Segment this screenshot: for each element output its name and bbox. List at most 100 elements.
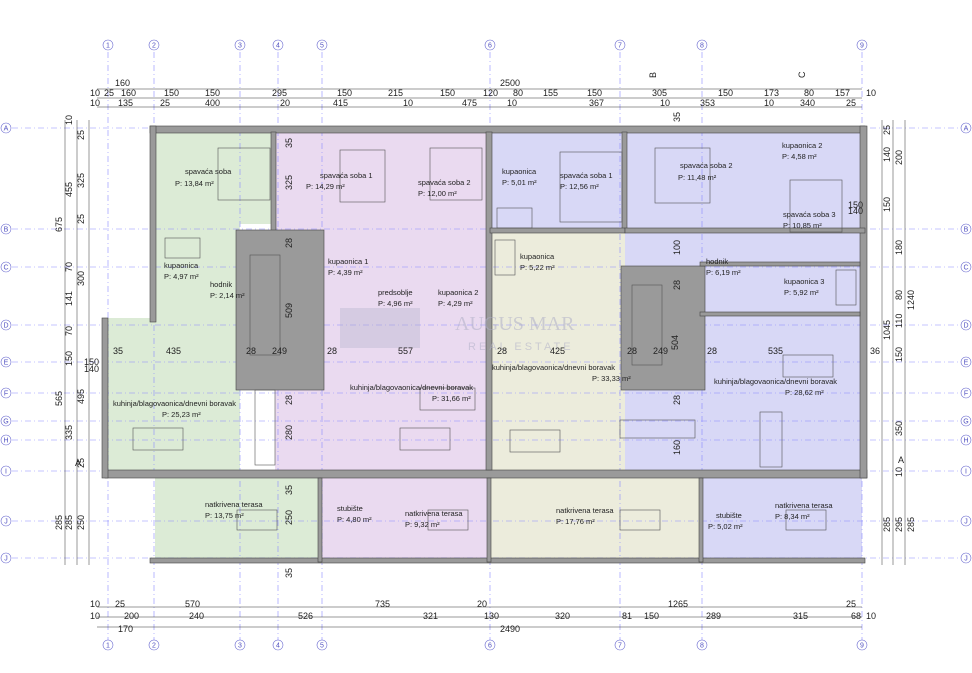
grid-bubble: [960, 387, 972, 399]
room-18-area: P: 33,33 m²: [592, 374, 631, 383]
sofa-1: [419, 387, 476, 411]
room-11-area: P: 4,96 m²: [378, 299, 413, 308]
grid-label: 7: [618, 642, 622, 649]
room-11-name: predsoblje: [378, 288, 413, 297]
dim-top-2-10: 80: [513, 88, 523, 98]
room-7-area: P: 10,85 m²: [783, 221, 822, 230]
dim-bottom-3-1: 2490: [500, 624, 520, 634]
wall-mid-a: [270, 131, 277, 233]
room-5-name: spavaća soba 2: [680, 161, 733, 170]
zone-apartment-3: [490, 232, 625, 470]
dim-left-1: 25: [76, 130, 86, 140]
stair-flight-2: [631, 284, 663, 366]
grid-label: J: [964, 555, 968, 562]
table-3: [509, 429, 561, 453]
grid-bubble: [316, 639, 328, 651]
wall-west-lower: [101, 317, 109, 479]
dim-inner-12: 28: [627, 346, 637, 356]
wall-east: [859, 125, 868, 479]
grid-label: J: [964, 518, 968, 525]
dim-top-2-2: 160: [121, 88, 136, 98]
table-4: [782, 354, 834, 378]
grid-label: H: [963, 437, 968, 444]
grid-bubble: [856, 39, 868, 51]
table-5: [236, 509, 278, 531]
dim-bottom-2-4: 321: [423, 611, 438, 621]
room-25-name: natkrivena terasa: [775, 501, 833, 510]
dim-inner-22: 28: [672, 395, 682, 405]
wall-row-2: [624, 227, 866, 234]
dim-right-1: 200: [894, 150, 904, 165]
room-22-name: natkrivena terasa: [405, 509, 463, 518]
grid-bubble: [696, 639, 708, 651]
dim-right-8: 1045: [882, 320, 892, 340]
room-3-name: kupaonica: [502, 167, 537, 176]
grid-label: 6: [488, 642, 492, 649]
dim-right-12: 285: [882, 517, 892, 532]
wall-terrace: [149, 557, 866, 564]
room-19-area: P: 28,62 m²: [785, 388, 824, 397]
dim-top-3-8: 10: [507, 98, 517, 108]
dim-inner-13: 249: [653, 346, 668, 356]
dim-right-14: 285: [906, 517, 916, 532]
dim-inner-0: 35: [284, 138, 294, 148]
dim-top-2-5: 295: [272, 88, 287, 98]
dim-inner-20: 280: [284, 425, 294, 440]
room-3-area: P: 5,01 m²: [502, 178, 537, 187]
dim-left-8: 141: [64, 291, 74, 306]
dim-right-5: 1240: [906, 290, 916, 310]
grid-label: C: [963, 264, 968, 271]
grid-bubble: [0, 387, 12, 399]
dim-bottom-1-4: 20: [477, 599, 487, 609]
zone-apartment-1-hall: [155, 224, 240, 318]
grid-bubble: [0, 552, 12, 564]
room-18-name: kuhinja/blagovaonica/dnevni boravak: [492, 363, 615, 372]
grid-label: A: [964, 125, 969, 132]
watermark-main: AUGUS MAR: [455, 313, 575, 335]
room-8-area: P: 4,97 m²: [164, 272, 199, 281]
room-13-name: kupaonica: [520, 252, 555, 261]
grid-label: 1: [106, 42, 110, 49]
dim-left-16: 285: [64, 515, 74, 530]
dim-left-0: 10: [64, 115, 74, 125]
dim-bottom-1-3: 735: [375, 599, 390, 609]
dim-top-1-0: 160: [115, 78, 130, 88]
room-1-area: P: 14,29 m²: [306, 182, 345, 191]
dim-inner-27: 35: [284, 568, 294, 578]
grid-label: B: [4, 226, 9, 233]
grid-bubble: [0, 319, 12, 331]
room-6-name: kupaonica 2: [782, 141, 822, 150]
grid-label: 8: [700, 42, 704, 49]
room-6-area: P: 4,58 m²: [782, 152, 817, 161]
dim-left-15: 285: [54, 515, 64, 530]
dim-top-3-14: 25: [846, 98, 856, 108]
table-2: [399, 427, 451, 451]
dim-inner-14: 504: [670, 335, 680, 350]
room-4-name: spavaća soba 1: [560, 171, 613, 180]
grid-bubble: [960, 515, 972, 527]
grid-label: 3: [238, 42, 242, 49]
bath-tub-1: [164, 237, 201, 259]
grid-bubble: [484, 639, 496, 651]
grid-label: H: [3, 437, 8, 444]
dim-left-14: 25: [76, 458, 86, 468]
grid-label: D: [963, 322, 968, 329]
dim-inner-18: 435: [166, 346, 181, 356]
zone-terrace-1: [155, 478, 320, 560]
grid-bubble: [0, 415, 12, 427]
room-7-name: spavaća soba 3: [783, 210, 836, 219]
grid-label: I: [5, 468, 7, 475]
dim-top-2-16: 80: [804, 88, 814, 98]
section-mark-c: C: [797, 71, 807, 78]
dim-inner-15: 28: [707, 346, 717, 356]
dim-left-13: 335: [64, 425, 74, 440]
grid-bubble: [272, 39, 284, 51]
dim-bottom-1-1: 25: [115, 599, 125, 609]
wall-mid-b: [485, 131, 493, 471]
dim-top-2-11: 155: [543, 88, 558, 98]
dim-top-2-15: 173: [764, 88, 779, 98]
right-dimensions: 25 200 140 150 180 1240 80 110 1045 150 …: [882, 125, 916, 532]
grid-bubble: [148, 39, 160, 51]
dim-top-2-3: 150: [164, 88, 179, 98]
dim-inner-10: 28: [497, 346, 507, 356]
